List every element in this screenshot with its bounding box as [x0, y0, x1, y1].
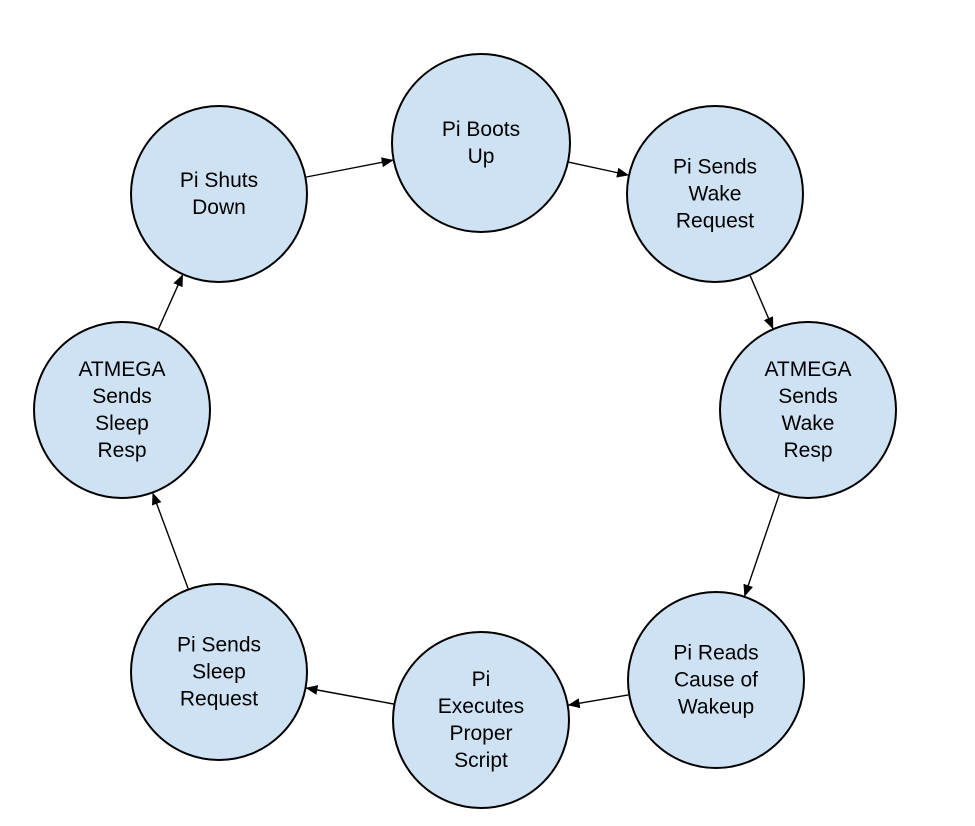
edge-arrow-wake-request-to-wake-resp	[749, 275, 774, 330]
node-label-line: Sends	[92, 385, 152, 408]
node-circle	[719, 321, 897, 499]
node-label-line: ATMEGA	[764, 358, 851, 381]
edge-arrow-read-cause-to-execute-script	[567, 694, 629, 709]
node-label-line: Sleep	[95, 412, 149, 435]
node-label-line: Pi Sends	[673, 156, 757, 179]
node-label-line: Wake	[689, 183, 742, 206]
node-circle	[392, 631, 570, 809]
node-label-line: Wake	[782, 412, 835, 435]
node-label-line: Pi	[472, 668, 491, 691]
edge-arrow-execute-script-to-sleep-request	[305, 685, 394, 705]
node-label-line: Sends	[778, 385, 838, 408]
node-label-line: Up	[468, 145, 495, 168]
edge-arrow-sleep-resp-to-shutdown	[157, 274, 184, 330]
node-label-line: Cause of	[674, 669, 758, 692]
node-label-line: Executes	[438, 695, 524, 718]
node-label-line: Request	[180, 688, 258, 711]
node-label-line: Wakeup	[678, 696, 754, 719]
node-label-line: Pi Boots	[442, 118, 520, 141]
node-label-line: Resp	[97, 439, 146, 462]
edge-arrow-shutdown-to-boot	[306, 157, 394, 178]
node-label-line: Proper	[449, 722, 512, 745]
node-circle	[33, 321, 211, 499]
node-label-line: Down	[192, 196, 246, 219]
edge-arrow-boot-to-wake-request	[568, 161, 629, 178]
node-circle	[627, 591, 805, 769]
node-label-line: Sleep	[192, 661, 246, 684]
node-label-line: ATMEGA	[78, 358, 165, 381]
node-circle	[130, 105, 308, 283]
edges-layer	[152, 157, 780, 709]
node-label-line: Pi Reads	[673, 642, 758, 665]
node-circle	[130, 583, 308, 761]
edge-arrow-sleep-request-to-sleep-resp	[152, 492, 189, 589]
node-label-line: Pi Sends	[177, 634, 261, 657]
node-label-line: Request	[676, 210, 754, 233]
node-label-line: Resp	[783, 439, 832, 462]
node-circle	[391, 53, 571, 233]
node-circle	[626, 105, 804, 283]
edge-arrow-wake-resp-to-read-cause	[743, 493, 780, 597]
node-label-line: Script	[454, 749, 508, 772]
node-label-line: Pi Shuts	[180, 169, 258, 192]
